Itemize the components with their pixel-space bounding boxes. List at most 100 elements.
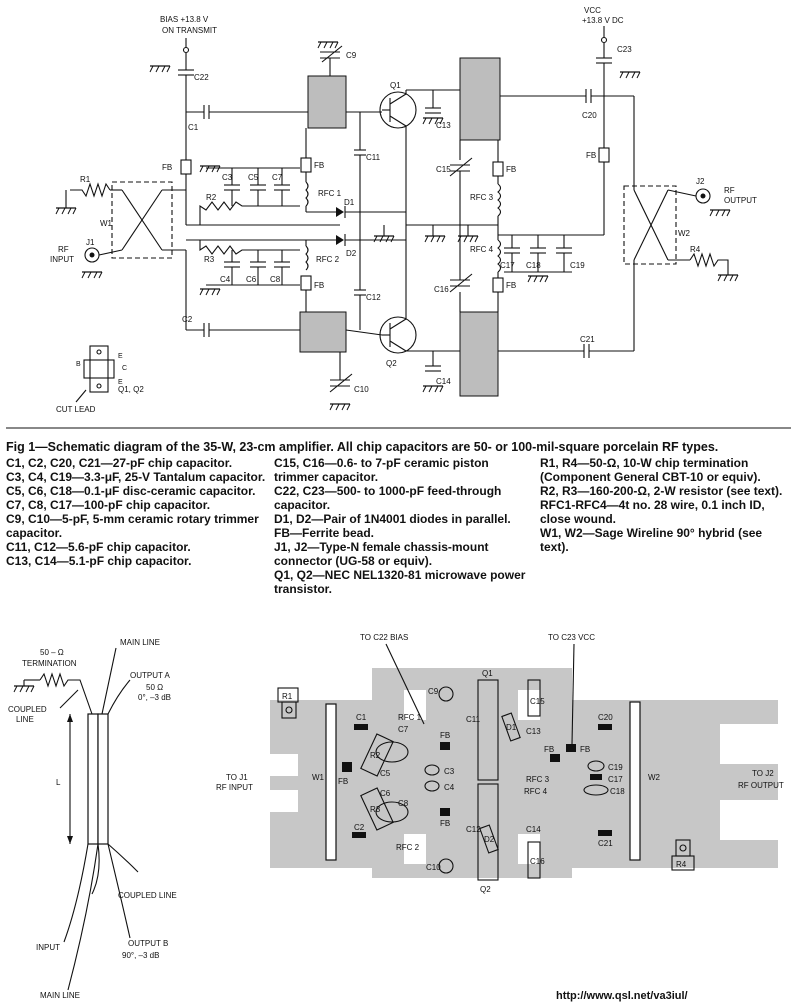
caption-item: Q1, Q2—NEC NEL1320-81 microwave power tr…: [274, 568, 526, 596]
svg-text:FB: FB: [544, 745, 554, 754]
caption-item: D1, D2—Pair of 1N4001 diodes in parallel…: [274, 512, 511, 526]
caption-item: C9, C10—5-pF, 5-mm ceramic rotary trimme…: [6, 512, 259, 540]
output-a-impedance: 50 Ω: [146, 683, 163, 692]
label-rfc4: RFC 4: [470, 245, 494, 254]
label-c11: C11: [366, 153, 381, 162]
label-c22: C22: [194, 73, 209, 82]
layout-c5: C5: [380, 769, 391, 778]
bias-label: BIAS +13.8 V: [160, 15, 209, 24]
layout-q2: Q2: [480, 885, 491, 894]
caption-item: C1, C2, C20, C21—27-pF chip capacitor.: [6, 456, 233, 470]
label-rfc2: RFC 2: [316, 255, 340, 264]
caption-item: R1, R4—50-Ω, 10-W chip termination (Comp…: [540, 456, 761, 484]
to-c22-label: TO C22 BIAS: [360, 633, 408, 642]
layout-rfc1: RFC 1: [398, 713, 422, 722]
svg-text:E: E: [118, 379, 123, 386]
svg-text:B: B: [76, 361, 81, 368]
layout-c1: C1: [356, 713, 367, 722]
layout-c6: C6: [380, 789, 391, 798]
label-c9: C9: [346, 51, 357, 60]
main-line-bottom: MAIN LINE: [40, 991, 80, 1000]
label-r3: R3: [204, 255, 215, 264]
caption-item: FB—Ferrite bead.: [274, 526, 375, 540]
label-c8: C8: [270, 275, 281, 284]
main-line-top: MAIN LINE: [120, 638, 160, 647]
layout-r1: R1: [282, 692, 293, 701]
layout-c18: C18: [610, 787, 625, 796]
label-fb-rfc4: FB: [506, 281, 516, 290]
caption-column-3: R1, R4—50-Ω, 10-W chip termination (Comp…: [540, 456, 790, 596]
layout-c12: C12: [466, 825, 481, 834]
to-j1-label: TO J1: [226, 773, 248, 782]
layout-c7: C7: [398, 725, 409, 734]
rf-input-label: RF: [58, 245, 69, 254]
label-w1: W1: [100, 219, 113, 228]
layout-q1: Q1: [482, 669, 493, 678]
caption-item: C13, C14—5.1-pF chip capacitor.: [6, 554, 192, 568]
coupled-line-left: COUPLED: [8, 705, 47, 714]
caption-item: C3, C4, C19—3.3-μF, 25-V Tantalum capaci…: [6, 470, 266, 484]
label-fb-rfc3: FB: [506, 165, 516, 174]
label-c18: C18: [526, 261, 541, 270]
to-j1-label-2: RF INPUT: [216, 783, 253, 792]
svg-text:FB: FB: [440, 731, 450, 740]
label-c15: C15: [436, 165, 451, 174]
caption-item: C15, C16—0.6- to 7-pF ceramic piston tri…: [274, 456, 489, 484]
layout-c4: C4: [444, 783, 455, 792]
caption-item: R2, R3—160-200-Ω, 2-W resistor (see text…: [540, 484, 783, 498]
caption-item: C7, C8, C17—100-pF chip capacitor.: [6, 498, 211, 512]
label-r4: R4: [690, 245, 701, 254]
rf-output-label-2: OUTPUT: [724, 196, 757, 205]
layout-c21: C21: [598, 839, 613, 848]
figure-caption: Fig 1—Schematic diagram of the 35-W, 23-…: [6, 440, 791, 596]
layout-c11: C11: [466, 715, 481, 724]
layout-r2: R2: [370, 751, 381, 760]
to-j2-label-2: RF OUTPUT: [738, 781, 784, 790]
layout-w1: W1: [312, 773, 325, 782]
vcc-label: VCC: [584, 6, 601, 15]
output-b-label: OUTPUT B: [128, 939, 168, 948]
layout-rfc2: RFC 2: [396, 843, 420, 852]
output-b-phase: 90°, –3 dB: [122, 951, 159, 960]
label-c17: C17: [500, 261, 515, 270]
layout-c10: C10: [426, 863, 441, 872]
coupled-line-bottom: COUPLED LINE: [118, 891, 177, 900]
to-j2-label: TO J2: [752, 769, 774, 778]
cut-lead-label: CUT LEAD: [56, 405, 96, 414]
rf-output-label: RF: [724, 186, 735, 195]
layout-c16: C16: [530, 857, 545, 866]
svg-text:C: C: [122, 365, 127, 372]
label-c21: C21: [580, 335, 595, 344]
layout-c17: C17: [608, 775, 623, 784]
source-url[interactable]: http://www.qsl.net/va3iul/: [556, 990, 688, 1002]
label-d1: D1: [344, 198, 355, 207]
label-c7: C7: [272, 173, 283, 182]
to-c23-label: TO C23 VCC: [548, 633, 595, 642]
label-fb-rfc2: FB: [314, 281, 324, 290]
layout-c9: C9: [428, 687, 439, 696]
layout-r4: R4: [676, 860, 687, 869]
label-rfc1: RFC 1: [318, 189, 342, 198]
label-rfc3: RFC 3: [470, 193, 494, 202]
rf-input-label-2: INPUT: [50, 255, 74, 264]
layout-c19: C19: [608, 763, 623, 772]
caption-title: Fig 1—Schematic diagram of the 35-W, 23-…: [6, 440, 719, 454]
label-c4: C4: [220, 275, 231, 284]
caption-item: W1, W2—Sage Wireline 90° hybrid (see tex…: [540, 526, 763, 554]
coupled-line-left-2: LINE: [16, 715, 34, 724]
svg-text:E: E: [118, 353, 123, 360]
label-c1: C1: [188, 123, 199, 132]
bias-label-2: ON TRANSMIT: [162, 26, 217, 35]
label-j1: J1: [86, 238, 95, 247]
output-a-label: OUTPUT A: [130, 671, 171, 680]
termination-label-2: TERMINATION: [22, 659, 77, 668]
schematic-diagram: BIAS +13.8 V ON TRANSMIT VCC +13.8 V DC …: [6, 6, 791, 429]
caption-item: RFC1-RFC4—4t no. 28 wire, 0.1 inch ID, c…: [540, 498, 765, 526]
layout-d1: D1: [506, 723, 517, 732]
layout-c14: C14: [526, 825, 541, 834]
label-j2: J2: [696, 177, 705, 186]
layout-d2: D2: [484, 835, 495, 844]
label-fb-rfc1: FB: [314, 161, 324, 170]
label-q2: Q2: [386, 359, 397, 368]
svg-text:FB: FB: [580, 745, 590, 754]
